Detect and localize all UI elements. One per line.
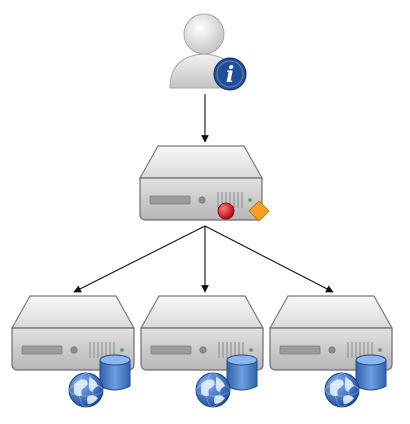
globe-icon (195, 372, 231, 408)
web-server-1 (11, 295, 135, 408)
web-server-3 (269, 295, 393, 408)
info-badge-letter: i (226, 62, 234, 88)
database-icon (99, 354, 131, 391)
globe-icon (68, 372, 104, 408)
orange-diamond-icon (248, 200, 270, 222)
server-node (139, 145, 270, 222)
red-status-light-icon (217, 202, 235, 220)
user-info-icon: i (169, 13, 247, 91)
info-badge-icon: i (213, 57, 247, 91)
edge-server-web1 (73, 225, 206, 293)
database-icon (226, 354, 258, 391)
web-server-2 (140, 295, 264, 408)
edge-server-web3 (204, 225, 334, 293)
database-icon (355, 354, 387, 391)
globe-icon (324, 372, 360, 408)
